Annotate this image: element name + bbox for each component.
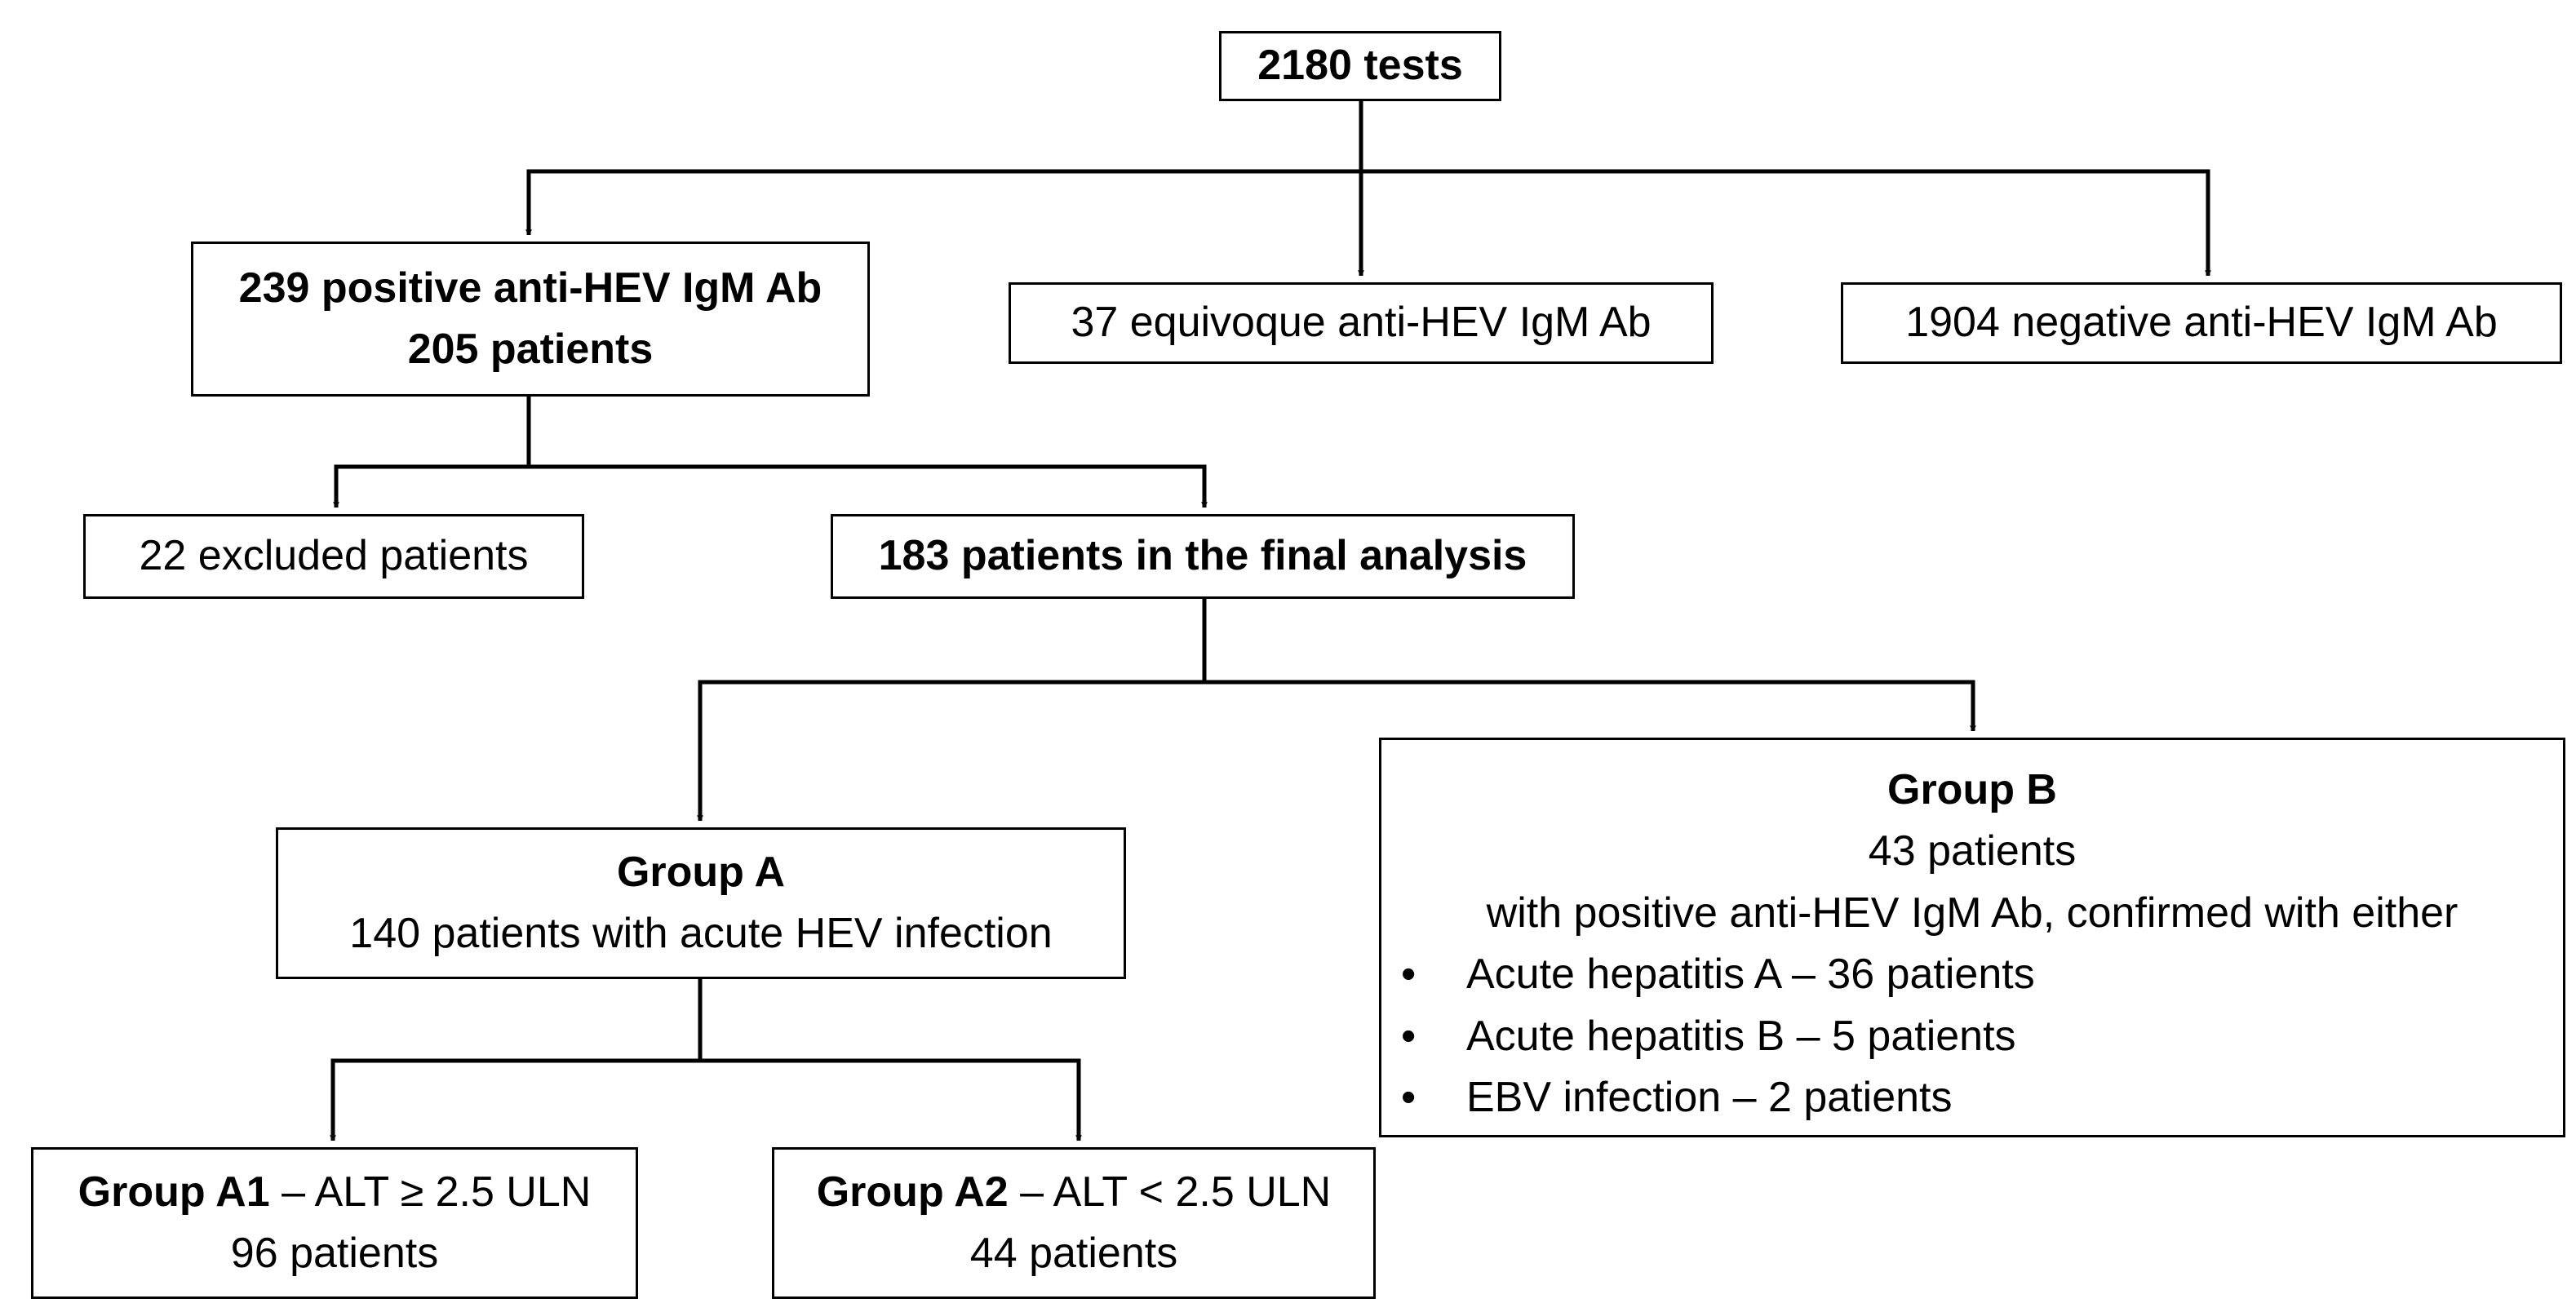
bullet-dot: • — [1401, 1073, 1417, 1121]
list-item-text: Acute hepatitis B – 5 patients — [1466, 1012, 2016, 1060]
group-a1-line1: Group A1 – ALT ≥ 2.5 ULN — [78, 1162, 592, 1223]
excluded-label: 22 excluded patients — [139, 532, 529, 580]
total-tests-label: 2180 tests — [1257, 42, 1463, 90]
group-a2-name: Group A2 — [816, 1168, 1009, 1216]
group-a2-criteria: – ALT < 2.5 ULN — [1008, 1168, 1332, 1216]
group-b-desc: with positive anti-HEV IgM Ab, confirmed… — [1486, 889, 2459, 937]
final-analysis-label: 183 patients in the final analysis — [878, 532, 1527, 580]
group-a-box: Group A 140 patients with acute HEV infe… — [276, 827, 1126, 979]
positive-line2: 205 patients — [407, 326, 654, 373]
group-b-list: • Acute hepatitis A – 36 patients • Acut… — [1401, 944, 2035, 1128]
group-a1-box: Group A1 – ALT ≥ 2.5 ULN 96 patients — [31, 1147, 638, 1299]
list-item: • EBV infection – 2 patients — [1401, 1067, 2035, 1128]
group-a2-count: 44 patients — [969, 1230, 1178, 1277]
equivoque-label: 37 equivoque anti-HEV IgM Ab — [1071, 299, 1652, 347]
group-a-desc: 140 patients with acute HEV infection — [349, 910, 1053, 957]
negative-label: 1904 negative anti-HEV IgM Ab — [1905, 299, 2498, 347]
group-b-count: 43 patients — [1868, 827, 2077, 875]
bullet-dot: • — [1401, 951, 1417, 999]
group-a2-line1: Group A2 – ALT < 2.5 ULN — [817, 1162, 1332, 1223]
group-a2-box: Group A2 – ALT < 2.5 ULN 44 patients — [772, 1147, 1376, 1299]
group-b-title: Group B — [1887, 766, 2057, 813]
group-a1-criteria: – ALT ≥ 2.5 ULN — [269, 1168, 592, 1216]
group-a1-count: 96 patients — [230, 1230, 439, 1277]
final-analysis-box: 183 patients in the final analysis — [831, 514, 1575, 599]
list-item: • Acute hepatitis B – 5 patients — [1401, 1006, 2035, 1067]
total-tests-box: 2180 tests — [1219, 31, 1501, 101]
group-a-title: Group A — [616, 848, 786, 896]
equivoque-box: 37 equivoque anti-HEV IgM Ab — [1009, 282, 1714, 364]
group-b-box: Group B 43 patients with positive anti-H… — [1379, 738, 2565, 1137]
bullet-dot: • — [1401, 1012, 1417, 1060]
list-item: • Acute hepatitis A – 36 patients — [1401, 944, 2035, 1005]
excluded-box: 22 excluded patients — [83, 514, 584, 599]
positive-line1: 239 positive anti-HEV IgM Ab — [238, 264, 822, 312]
negative-box: 1904 negative anti-HEV IgM Ab — [1841, 282, 2562, 364]
list-item-text: EBV infection – 2 patients — [1466, 1073, 1953, 1121]
positive-box: 239 positive anti-HEV IgM Ab 205 patient… — [191, 242, 870, 397]
group-a1-name: Group A1 — [78, 1168, 270, 1216]
list-item-text: Acute hepatitis A – 36 patients — [1466, 951, 2035, 999]
